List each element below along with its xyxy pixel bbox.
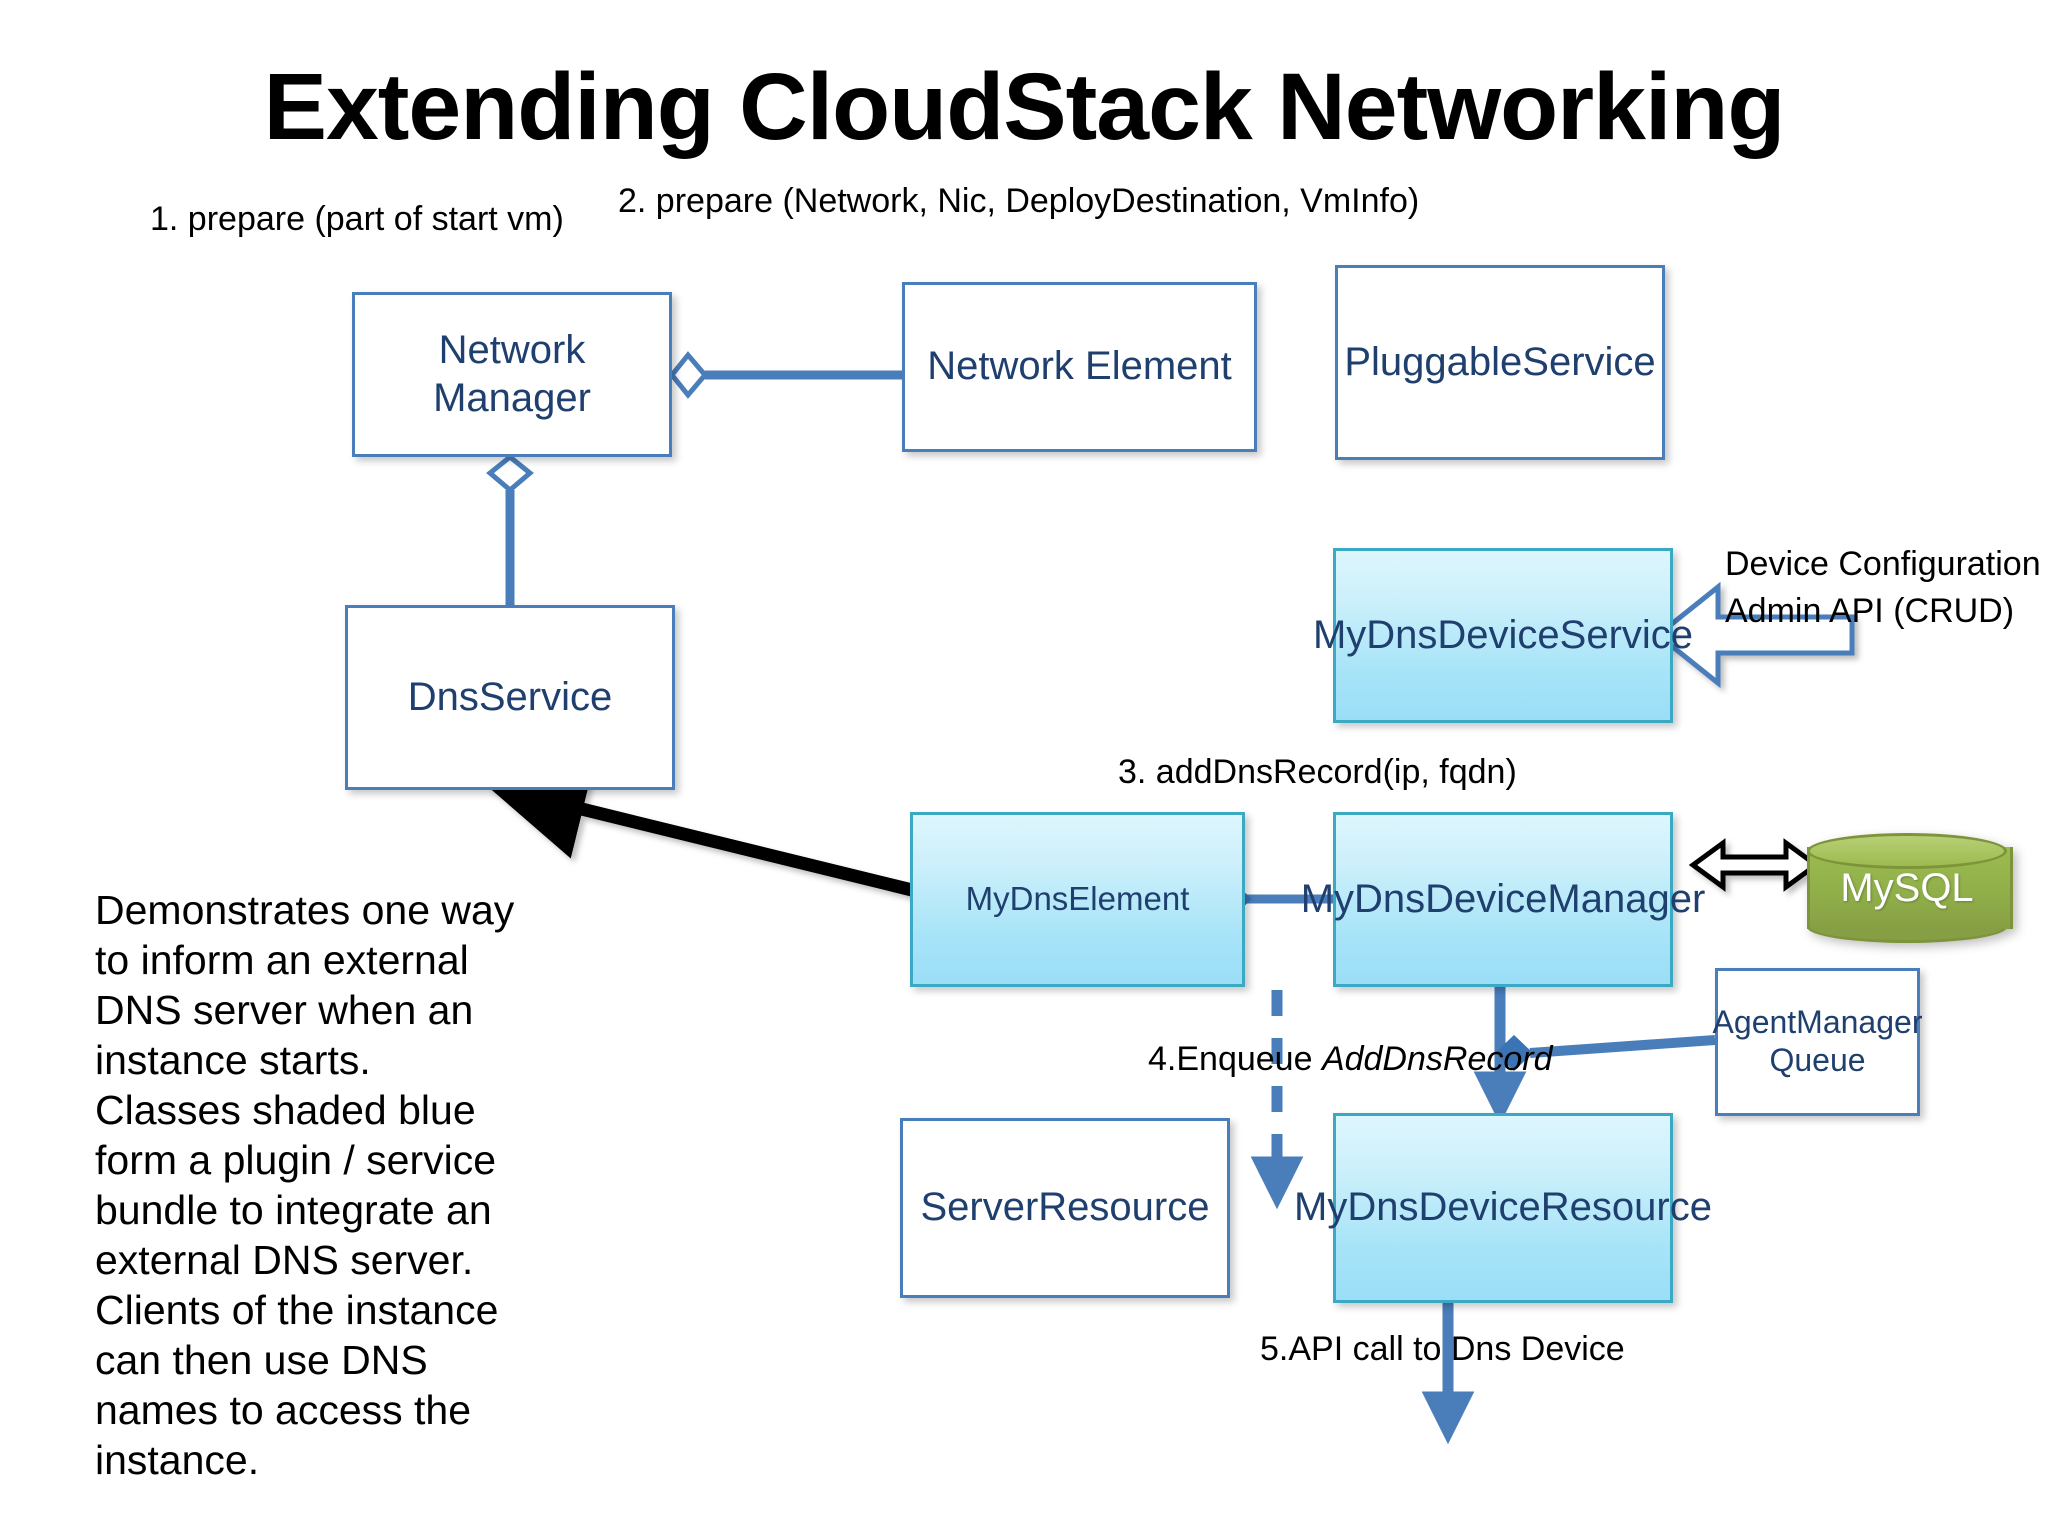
box-dns-service[interactable]: DnsService [345, 605, 675, 790]
caption-step5: 5.API call to Dns Device [1260, 1330, 1625, 1368]
box-agent-manager-queue[interactable]: AgentManager Queue [1713, 968, 1922, 1116]
caption-step4: 4.Enqueue AddDnsRecord [1148, 1040, 1553, 1079]
box-pluggable-service[interactable]: PluggableService [1335, 265, 1665, 460]
database-mysql[interactable]: MySQL [1807, 833, 2013, 943]
mysql-label: MySQL [1840, 865, 1974, 910]
box-my-dns-device-resource[interactable]: MyDnsDeviceResource [1294, 1113, 1712, 1303]
caption-device-config-line1: Device Configuration [1725, 545, 2041, 583]
caption-device-config-line2: Admin API (CRUD) [1725, 592, 2015, 630]
edge-agentmanagerqueue-mydnsdevicemanager [1495, 1035, 1716, 1071]
caption-step2: 2. prepare (Network, Nic, DeployDestinat… [618, 182, 1420, 220]
box-network-element[interactable]: Network Element [902, 282, 1257, 452]
caption-step1: 1. prepare (part of start vm) [150, 200, 564, 238]
box-server-resource[interactable]: ServerResource [900, 1118, 1230, 1298]
edge-mydnsdevicemanager-mysql [1688, 838, 1821, 892]
edge-mydnselement-dnsservice [486, 760, 914, 897]
box-my-dns-element[interactable]: MyDnsElement [910, 812, 1245, 987]
edge-device-config-block-arrow [1653, 581, 1855, 689]
box-network-manager[interactable]: Network Manager [352, 292, 672, 457]
caption-step3: 3. addDnsRecord(ip, fqdn) [1118, 753, 1517, 791]
box-my-dns-device-service[interactable]: MyDnsDeviceService [1313, 548, 1693, 723]
caption-step4-prefix: 4.Enqueue [1148, 1040, 1322, 1078]
edge-networkmanager-networkelement [668, 351, 902, 399]
page-title: Extending CloudStack Networking [263, 54, 1786, 160]
description-text: Demonstrates one way to inform an extern… [95, 887, 515, 1484]
box-my-dns-device-manager[interactable]: MyDnsDeviceManager [1301, 812, 1705, 987]
cylinder-top [1807, 833, 2007, 869]
edge-networkmanager-dnsservice [486, 453, 534, 608]
caption-step4-italic: AddDnsRecord [1321, 1040, 1553, 1078]
